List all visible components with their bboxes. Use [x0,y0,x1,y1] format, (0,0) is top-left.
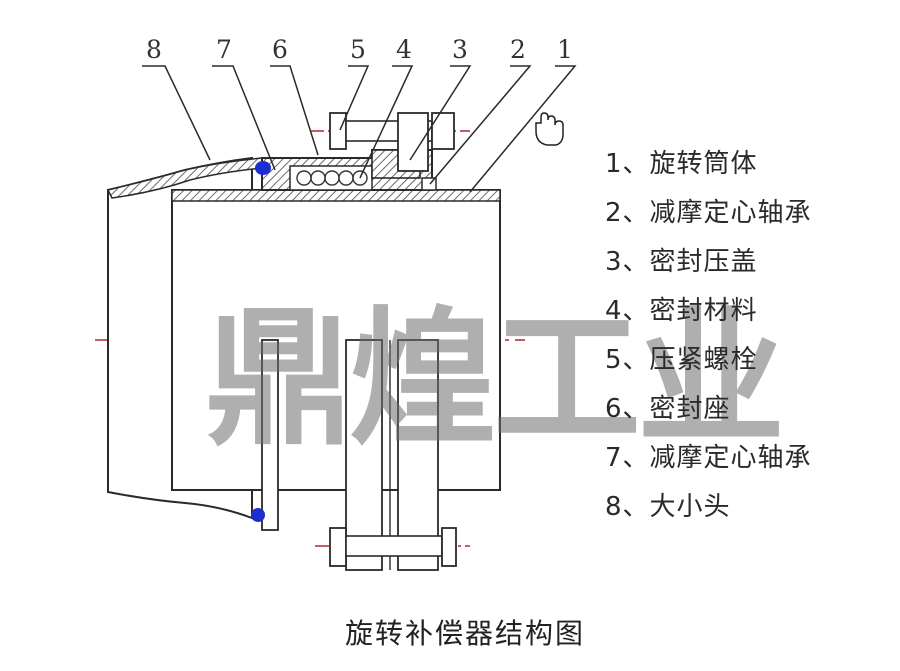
legend-item: 3、密封压盖 [605,247,758,277]
legend-item: 4、密封材料 [605,296,758,326]
seal-packing-rings [296,170,368,186]
hand-cursor-icon [535,112,564,146]
legend-item: 8、大小头 [605,492,731,522]
bolt-head-top [329,112,347,150]
callout-numbers: 8 7 6 5 4 3 2 1 [146,35,573,64]
parts-legend: 1、旋转筒体 2、减摩定心轴承 3、密封压盖 4、密封材料 5、压紧螺栓 6、密… [605,140,812,532]
seal-packing-cavity [289,165,373,191]
bearing-seal-bottom [251,508,265,522]
legend-item: 6、密封座 [605,394,731,424]
rotating-cylinder-wall-hatch [171,189,501,202]
legend-item: 1、旋转筒体 [605,149,758,179]
callout-2: 2 [510,35,526,64]
rotating-cylinder [171,189,501,491]
legend-item: 2、减摩定心轴承 [605,198,812,228]
callout-1: 1 [557,35,573,64]
callout-6: 6 [272,35,288,64]
callout-8: 8 [146,35,162,64]
bolt-flange-top [397,112,429,172]
flange-plate-right [397,339,439,571]
bolt-head-bottom [329,527,347,567]
bearing-seal-top [255,161,271,175]
callout-3: 3 [452,35,468,64]
bolt-nut-top [431,112,455,150]
callout-7: 7 [216,35,232,64]
diagram-caption: 旋转补偿器结构图 [344,617,585,650]
leader-lines [142,65,577,193]
flange-plate-left [261,339,279,531]
flange-plate-mid [345,339,383,571]
bolt-nut-bottom [441,527,457,567]
legend-item: 7、减摩定心轴承 [605,443,812,473]
legend-item: 5、压紧螺栓 [605,345,758,375]
bolt-shank-bottom [345,535,443,557]
callout-5: 5 [350,35,366,64]
callout-4: 4 [396,35,412,64]
